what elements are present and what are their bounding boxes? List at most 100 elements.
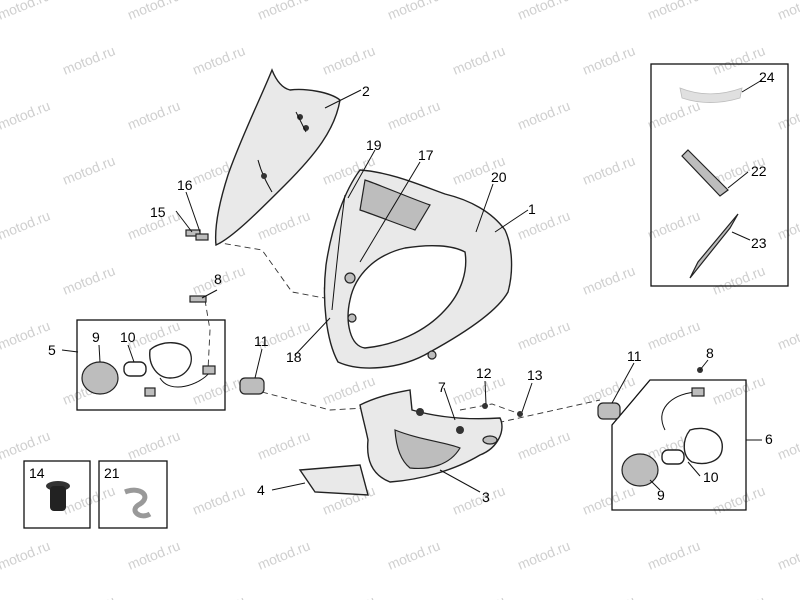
watermark-text: motod.ru: [580, 42, 637, 78]
callout-15: 15: [150, 204, 166, 220]
callout-16: 16: [177, 177, 193, 193]
assembly-line: [429, 399, 601, 439]
callout-22: 22: [751, 163, 767, 179]
callout-7: 7: [438, 379, 446, 395]
watermark-text: motod.ru: [60, 42, 117, 78]
watermark-text: motod.ru: [0, 317, 52, 353]
watermark-text: motod.ru: [645, 207, 702, 243]
watermark-text: motod.ru: [515, 0, 572, 23]
callout-3: 3: [482, 489, 490, 505]
watermark-text: motod.ru: [385, 97, 442, 133]
small-hardware-parts: [185, 229, 703, 420]
callout-1: 1: [528, 201, 536, 217]
watermark-text: motod.ru: [125, 537, 182, 573]
grommet-part-14: [46, 481, 70, 511]
front-fairing-part: [323, 169, 513, 369]
watermark-text: motod.ru: [580, 262, 637, 298]
watermark-text: motod.ru: [515, 97, 572, 133]
watermark-text: motod.ru: [645, 97, 702, 133]
watermark-text: motod.ru: [775, 427, 800, 463]
callout-12: 12: [476, 365, 492, 381]
inset-frame-part-21: [98, 460, 168, 529]
watermark-text: motod.ru: [775, 0, 800, 23]
watermark-text: motod.ru: [710, 482, 767, 518]
watermark-text: motod.ru: [0, 0, 52, 23]
callout-11a: 11: [254, 333, 269, 349]
assembly-line: [214, 241, 336, 301]
watermark-text: motod.ru: [190, 592, 247, 600]
callout-5: 5: [48, 342, 56, 358]
watermark-text: motod.ru: [255, 207, 312, 243]
watermark-text: motod.ru: [125, 0, 182, 23]
watermark-text: motod.ru: [190, 42, 247, 78]
watermark-text: motod.ru: [450, 42, 507, 78]
inset-frame-stickers: [650, 63, 789, 287]
watermark-text: motod.ru: [60, 262, 117, 298]
watermark-text: motod.ru: [0, 537, 52, 573]
clip-part-21: [124, 487, 152, 519]
callout-leaders: [61, 79, 763, 493]
watermark-text: motod.ru: [515, 537, 572, 573]
watermark-text: motod.ru: [255, 0, 312, 23]
watermark-text: motod.ru: [710, 372, 767, 408]
callout-21: 21: [104, 465, 120, 481]
callout-10a: 10: [120, 329, 136, 345]
callout-24: 24: [759, 69, 775, 85]
watermark-text: motod.ru: [0, 207, 52, 243]
assembly-line: [204, 299, 211, 371]
callout-9b: 9: [657, 487, 665, 503]
watermark-text: motod.ru: [450, 482, 507, 518]
inset-frame-left-turn-signal: [76, 319, 226, 411]
watermark-text: motod.ru: [60, 592, 117, 600]
watermark-text: motod.ru: [645, 317, 702, 353]
watermark-text: motod.ru: [580, 482, 637, 518]
watermark-text: motod.ru: [580, 152, 637, 188]
callout-19: 19: [366, 137, 382, 153]
callout-20: 20: [491, 169, 507, 185]
watermark-text: motod.ru: [60, 152, 117, 188]
watermark-text: motod.ru: [385, 537, 442, 573]
watermark-text: motod.ru: [775, 317, 800, 353]
watermark-text: motod.ru: [320, 42, 377, 78]
watermark-text: motod.ru: [710, 262, 767, 298]
watermark-text: motod.ru: [0, 97, 52, 133]
inset-frame-part-14: [23, 460, 91, 529]
callout-9a: 9: [92, 329, 100, 345]
lower-cover-part: [298, 389, 503, 496]
watermark-text: motod.ru: [645, 537, 702, 573]
callout-17: 17: [418, 147, 434, 163]
watermark-text: motod.ru: [190, 372, 247, 408]
callout-23: 23: [751, 235, 767, 251]
watermark-text: motod.ru: [255, 427, 312, 463]
watermark-text: motod.ru: [125, 97, 182, 133]
watermark-text: motod.ru: [125, 427, 182, 463]
assembly-line: [261, 391, 366, 411]
watermark-text: motod.ru: [320, 592, 377, 600]
watermark-text: motod.ru: [775, 537, 800, 573]
callout-18: 18: [286, 349, 302, 365]
watermark-text: motod.ru: [515, 317, 572, 353]
left-turn-signal-part: [81, 342, 216, 397]
callout-8b: 8: [706, 345, 714, 361]
watermark-text: motod.ru: [385, 0, 442, 23]
callout-14: 14: [29, 465, 45, 481]
callout-8a: 8: [214, 271, 222, 287]
right-turn-signal-part: [621, 387, 723, 487]
watermark-text: motod.ru: [255, 537, 312, 573]
watermark-text: motod.ru: [515, 427, 572, 463]
callout-10b: 10: [703, 469, 719, 485]
watermark-text: motod.ru: [190, 482, 247, 518]
callout-13: 13: [527, 367, 543, 383]
watermark-text: motod.ru: [0, 427, 52, 463]
windscreen-part: [214, 68, 341, 247]
assembly-line: [459, 403, 521, 415]
callout-6: 6: [765, 431, 773, 447]
watermark-text: motod.ru: [710, 592, 767, 600]
sticker-parts: [679, 87, 743, 279]
callout-4: 4: [257, 482, 265, 498]
callout-11b: 11: [627, 348, 642, 364]
watermark-text: motod.ru: [450, 592, 507, 600]
watermark-text: motod.ru: [580, 592, 637, 600]
callout-2: 2: [362, 83, 370, 99]
